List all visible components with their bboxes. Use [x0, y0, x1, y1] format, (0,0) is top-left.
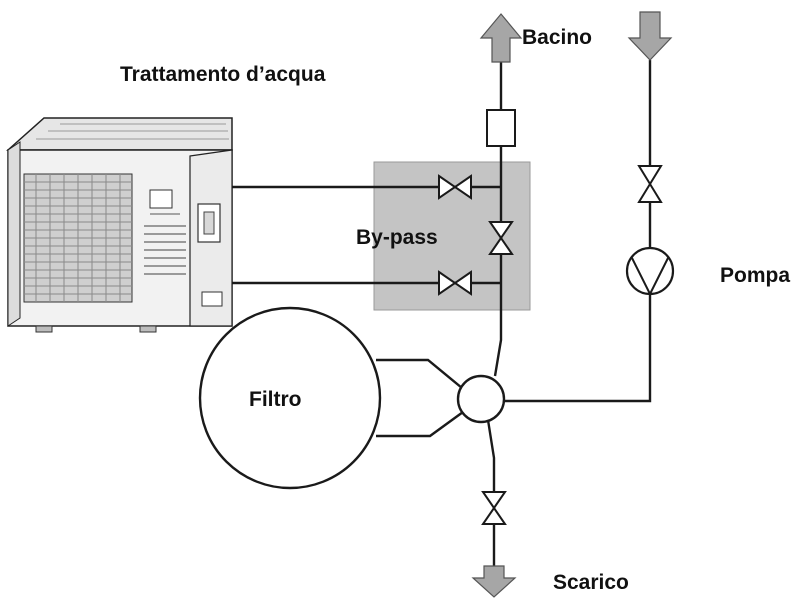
valve-bypass [488, 221, 514, 255]
label-pompa: Pompa [720, 264, 791, 287]
multiport-valve [456, 374, 506, 424]
pipe-pump-line [504, 60, 652, 403]
label-bacino: Bacino [522, 26, 593, 49]
pipe-filter-lower [376, 411, 464, 438]
arrow-down-icon [627, 11, 673, 61]
pipe-drain-line [486, 419, 496, 566]
valve-drain [481, 491, 507, 525]
label-bypass: By-pass [356, 226, 438, 249]
pump-symbol [625, 246, 675, 297]
label-filtro: Filtro [249, 388, 302, 411]
arrow-up-icon [479, 13, 523, 63]
label-trattamento: Trattamento d’acqua [120, 63, 326, 86]
inline-device [486, 109, 516, 147]
valve-pump [637, 165, 663, 203]
filter-tank [198, 306, 382, 490]
label-scarico: Scarico [553, 571, 629, 594]
arrow-down-icon [471, 565, 517, 598]
pipe-filter-upper [376, 358, 463, 389]
pipe-main-vertical [493, 62, 503, 377]
valve-upper [438, 174, 472, 200]
valve-lower [438, 270, 472, 296]
heat-pump-unit [6, 117, 233, 333]
